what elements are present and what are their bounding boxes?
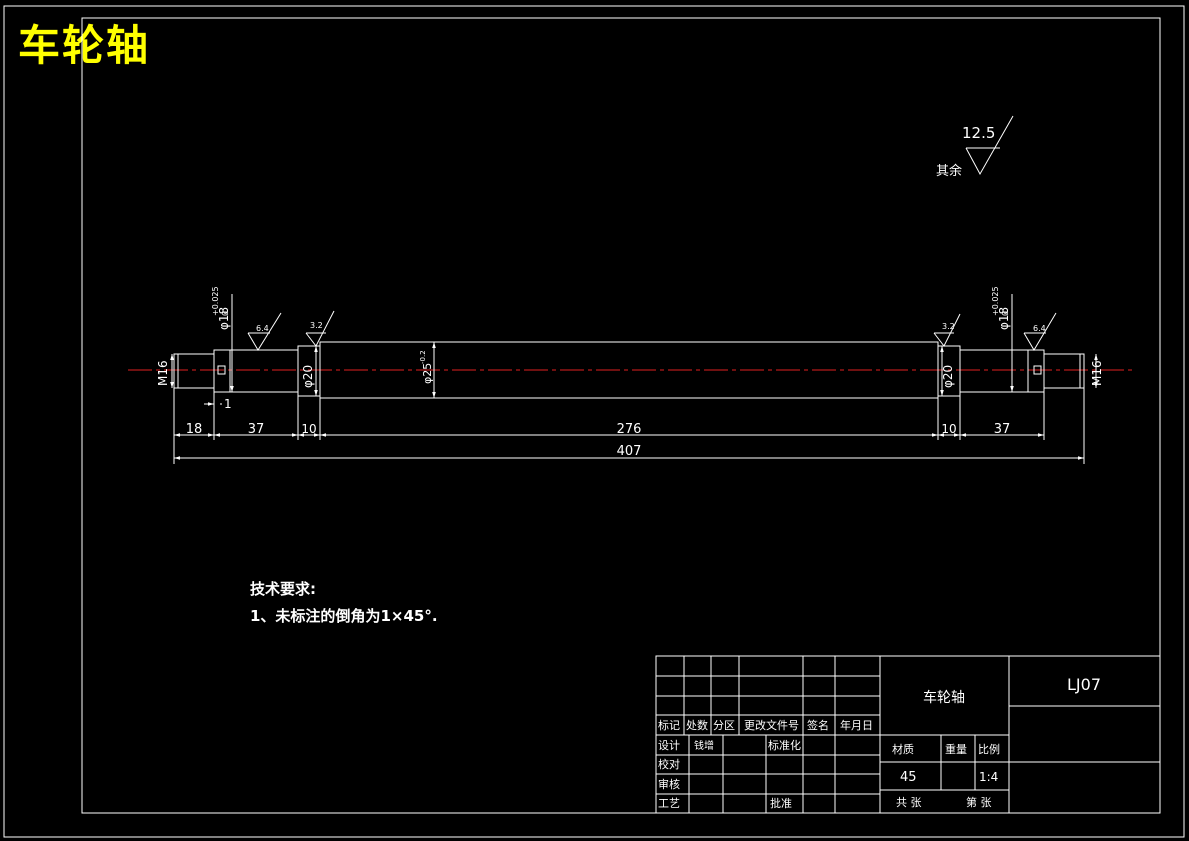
tb-lbl-sheets: 共 张 bbox=[896, 796, 922, 809]
notes-line-1: 1、未标注的倒角为1×45°. bbox=[250, 607, 438, 625]
right-thread-label: M16 bbox=[1090, 360, 1104, 386]
right-bearing-dia-label: φ18 bbox=[997, 307, 1011, 330]
tb-row-approve: 批准 bbox=[770, 796, 792, 810]
dim-left-shoulder: 10 bbox=[301, 422, 316, 436]
middle-dia-tol: -0.2 bbox=[419, 350, 427, 364]
extension-lines bbox=[173, 388, 1085, 464]
middle-dia-label: φ25 bbox=[421, 363, 434, 384]
left-roughness-bearing: 6.4 bbox=[256, 324, 269, 333]
groove-dim-label: 1 bbox=[224, 397, 232, 411]
tb-row-design: 设计 bbox=[658, 739, 680, 752]
dim-right-shoulder: 10 bbox=[941, 422, 956, 436]
tb-part-name: 车轮轴 bbox=[923, 689, 965, 706]
tb-row-process: 工艺 bbox=[658, 797, 680, 810]
left-bearing-tol-upper: +0.025 bbox=[211, 286, 220, 316]
tb-lbl-sheet-no: 第 张 bbox=[966, 795, 992, 809]
tb-lbl-scale: 比例 bbox=[978, 742, 1000, 756]
dim-left-thread: 18 bbox=[186, 422, 203, 437]
right-shoulder-dia-label: φ20 bbox=[941, 365, 955, 388]
dim-right-bearing: 37 bbox=[994, 422, 1011, 437]
tb-col-zone: 分区 bbox=[713, 719, 735, 732]
dim-left-bearing: 37 bbox=[248, 422, 265, 437]
tb-material: 45 bbox=[900, 770, 917, 785]
left-thread-label: M16 bbox=[156, 360, 170, 386]
title-block-labels: 标记 处数 分区 更改文件号 签名 年月日 设计 钱增 标准化 校对 审核 工艺… bbox=[658, 718, 1000, 810]
left-roughness-shoulder: 3.2 bbox=[310, 321, 323, 330]
right-bearing-tol-lower: 0 bbox=[1001, 311, 1010, 316]
drawing-title: 车轮轴 bbox=[18, 21, 151, 70]
length-dimension-lines bbox=[174, 433, 1084, 460]
right-bearing-tol-upper: +0.025 bbox=[991, 286, 1000, 316]
diameter-dimension-lines bbox=[170, 294, 1098, 398]
inner-frame bbox=[81, 17, 1161, 814]
tb-col-count: 处数 bbox=[686, 719, 708, 732]
title-block bbox=[655, 655, 1161, 814]
outer-frame bbox=[3, 5, 1185, 838]
dim-middle: 276 bbox=[617, 422, 642, 437]
general-roughness-label: 其余 bbox=[936, 163, 962, 179]
tb-drawing-no: LJ07 bbox=[1067, 675, 1101, 694]
tb-row-check: 校对 bbox=[658, 757, 680, 771]
local-roughness-symbols bbox=[247, 310, 1057, 351]
tb-row-review: 审核 bbox=[658, 777, 680, 791]
shaft-outline bbox=[173, 341, 1085, 399]
tb-lbl-material: 材质 bbox=[892, 742, 914, 756]
dim-total: 407 bbox=[617, 444, 642, 459]
tb-scale: 1:4 bbox=[979, 770, 998, 784]
general-roughness-symbol bbox=[965, 115, 1014, 176]
left-shoulder-dia-label: φ20 bbox=[301, 365, 315, 388]
general-roughness-value: 12.5 bbox=[962, 124, 995, 142]
tb-col-mark: 标记 bbox=[658, 718, 680, 732]
tb-col-date: 年月日 bbox=[840, 718, 873, 732]
left-bearing-dia-label: φ18 bbox=[217, 307, 231, 330]
tb-lbl-weight: 重量 bbox=[945, 742, 967, 756]
notes-heading: 技术要求: bbox=[250, 580, 316, 598]
tb-row-standard: 标准化 bbox=[768, 738, 801, 752]
tb-col-sign: 签名 bbox=[807, 718, 829, 732]
left-bearing-tol-lower: 0 bbox=[221, 311, 230, 316]
tb-designer: 钱增 bbox=[694, 739, 714, 752]
right-roughness-shoulder: 3.2 bbox=[942, 322, 955, 331]
tb-col-change-doc: 更改文件号 bbox=[744, 718, 799, 732]
right-roughness-bearing: 6.4 bbox=[1033, 324, 1046, 333]
